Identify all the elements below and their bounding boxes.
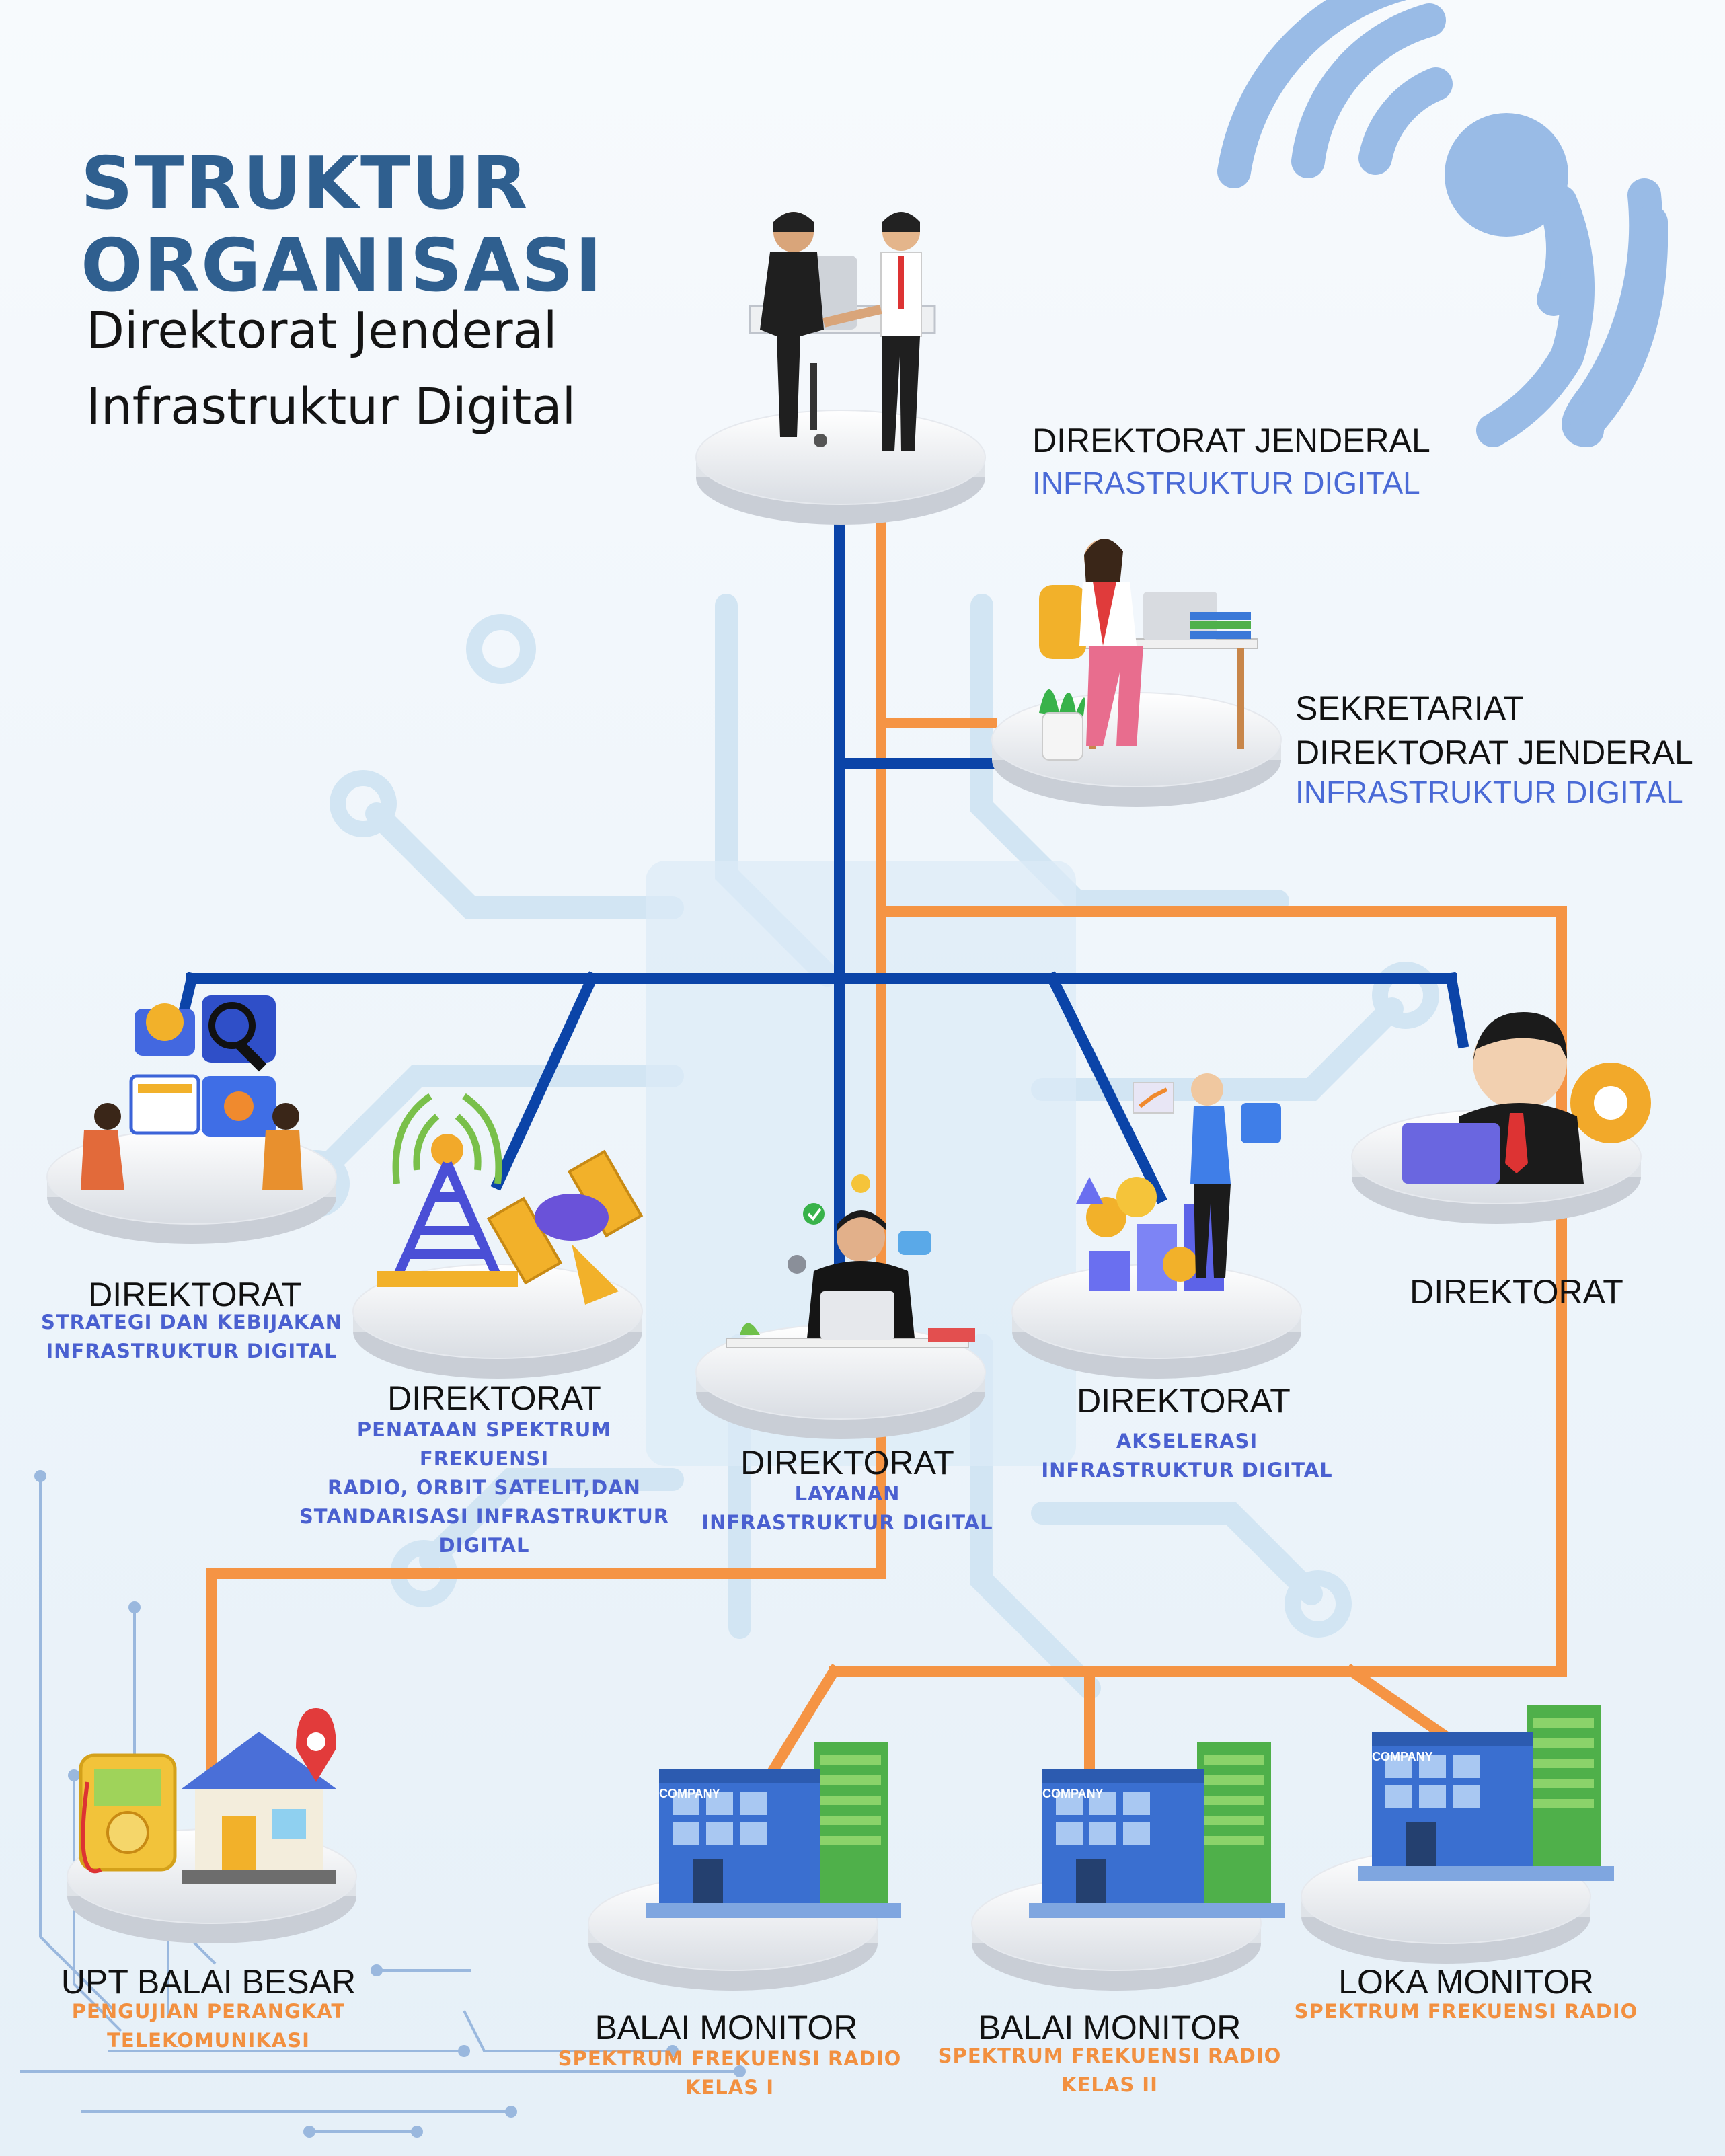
balai1-desc: SPEKTRUM FREKUENSI RADIO KELAS I <box>538 2044 921 2102</box>
loka-illustration <box>1301 1705 1614 1964</box>
dir-akselerasi-desc-line2: INFRASTRUKTUR DIGITAL <box>1041 1459 1333 1481</box>
dir-akselerasi-title: DIREKTORAT <box>1077 1382 1291 1420</box>
balai2-illustration <box>971 1742 1285 1991</box>
dir-strategi-illustration <box>46 995 337 1245</box>
orange-line-balai1 <box>762 1663 842 1783</box>
dir-spektrum-illustration <box>352 1093 644 1379</box>
dir-layanan-desc: LAYANAN INFRASTRUKTUR DIGITAL <box>679 1479 1015 1537</box>
company-label: COMPANY <box>1042 1787 1104 1800</box>
balai2-desc: SPEKTRUM FREKUENSI RADIO KELAS II <box>928 2042 1291 2100</box>
loka-title: LOKA MONITOR <box>1338 1963 1594 2001</box>
balai1-illustration <box>588 1742 901 1991</box>
dir-akselerasi-illustration <box>1011 1073 1302 1379</box>
dirjen-illustration <box>695 212 986 525</box>
blue-line-dir4 <box>1045 971 1167 1204</box>
page-subtitle-line2: Infrastruktur Digital <box>86 378 576 436</box>
dir-spektrum-desc-line2: RADIO, ORBIT SATELIT,DAN <box>328 1476 641 1499</box>
dir-5-illustration <box>1351 1012 1651 1225</box>
wifi-signal-icon <box>1217 0 1668 447</box>
orange-line-upt <box>206 1568 886 1814</box>
page-subtitle-line1: Direktorat Jenderal <box>86 302 558 360</box>
balai1-title: BALAI MONITOR <box>595 2009 858 2046</box>
balai1-desc-line2: KELAS I <box>685 2076 774 2099</box>
dirjen-subtitle: INFRASTRUKTUR DIGITAL <box>1032 465 1420 500</box>
sekretariat-title: SEKRETARIAT <box>1295 689 1524 727</box>
upt-desc-line1: PENGUJIAN PERANGKAT <box>71 2000 346 2023</box>
dir-strategi-title: DIREKTORAT <box>88 1276 302 1313</box>
sekretariat-subtitle: INFRASTRUKTUR DIGITAL <box>1295 775 1683 810</box>
dir-spektrum-desc-line4: DIGITAL <box>438 1534 530 1557</box>
dir-strategi-desc-line2: INFRASTRUKTUR DIGITAL <box>46 1340 338 1362</box>
sekretariat-title-2: DIREKTORAT JENDERAL <box>1295 734 1693 771</box>
blue-line-dir2 <box>490 971 599 1191</box>
balai2-desc-line1: SPEKTRUM FREKUENSI RADIO <box>937 2044 1282 2067</box>
balai2-desc-line2: KELAS II <box>1061 2073 1158 2096</box>
dir-spektrum-desc: PENATAAN SPEKTRUM FREKUENSI RADIO, ORBIT… <box>296 1416 673 1560</box>
dirjen-title: DIREKTORAT JENDERAL <box>1032 422 1430 459</box>
loka-desc-line1: SPEKTRUM FREKUENSI RADIO <box>1294 2000 1638 2023</box>
dir-layanan-illustration <box>695 1174 986 1440</box>
upt-illustration <box>67 1708 357 1944</box>
dir-spektrum-desc-line1: PENATAAN SPEKTRUM FREKUENSI <box>356 1418 612 1470</box>
company-label: COMPANY <box>659 1787 720 1800</box>
dir-spektrum-desc-line3: STANDARISASI INFRASTRUKTUR <box>299 1505 670 1528</box>
blue-line-dir5 <box>1445 972 1469 1049</box>
dir-akselerasi-desc-line1: AKSELERASI <box>1116 1430 1258 1453</box>
balai1-desc-line1: SPEKTRUM FREKUENSI RADIO <box>558 2047 902 2070</box>
dir-strategi-desc-line1: STRATEGI DAN KEBIJAKAN <box>41 1311 342 1334</box>
balai2-title: BALAI MONITOR <box>978 2009 1241 2046</box>
dir-spektrum-title: DIREKTORAT <box>387 1379 601 1417</box>
dir-layanan-desc-line1: LAYANAN <box>794 1482 900 1505</box>
dir-strategi-desc: STRATEGI DAN KEBIJAKAN INFRASTRUKTUR DIG… <box>30 1308 353 1366</box>
dir-5-title: DIREKTORAT <box>1410 1273 1623 1311</box>
loka-desc: SPEKTRUM FREKUENSI RADIO <box>1278 1997 1654 2026</box>
page-title-line1: STRUKTUR <box>81 142 529 226</box>
sekretariat-illustration <box>991 539 1282 808</box>
orange-line-upt-branch <box>876 906 1567 1677</box>
page-title-line2: ORGANISASI <box>81 224 604 308</box>
dir-layanan-title: DIREKTORAT <box>740 1444 954 1481</box>
dir-layanan-desc-line2: INFRASTRUKTUR DIGITAL <box>701 1511 993 1534</box>
company-label: COMPANY <box>1372 1750 1433 1763</box>
upt-desc: PENGUJIAN PERANGKAT TELEKOMUNIKASI <box>40 1997 377 2055</box>
dir-akselerasi-desc: AKSELERASI INFRASTRUKTUR DIGITAL <box>1022 1427 1352 1485</box>
upt-desc-line2: TELEKOMUNIKASI <box>107 2029 310 2052</box>
upt-title: UPT BALAI BESAR <box>61 1963 356 2001</box>
